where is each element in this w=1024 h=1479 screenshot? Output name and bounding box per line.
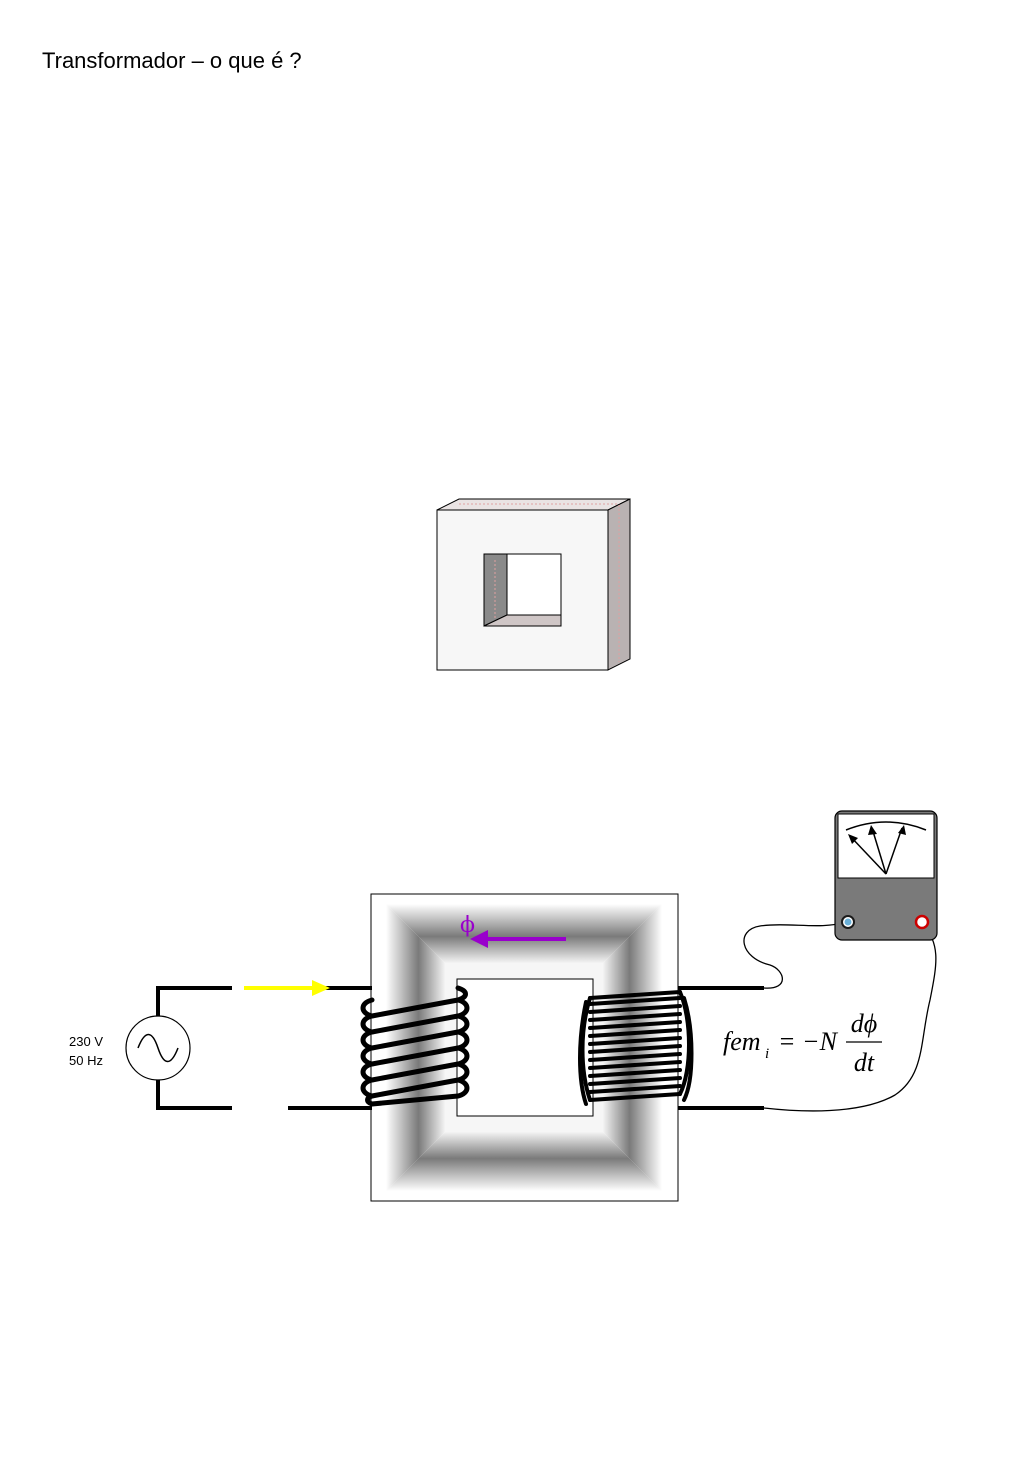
current-arrow — [244, 980, 330, 996]
emf-equation: fem i = −N dϕ dt — [723, 1009, 882, 1077]
flux-arrow — [470, 930, 566, 948]
source-voltage: 230 V — [69, 1034, 103, 1049]
voltmeter — [834, 810, 938, 941]
equation-rhs-prefix: = −N — [778, 1027, 839, 1056]
flux-symbol: ϕ — [460, 913, 475, 938]
secondary-coil — [578, 990, 694, 1106]
page-title: Transformador – o que é ? — [42, 48, 302, 73]
ac-source — [125, 1015, 191, 1081]
meter-leads — [743, 921, 937, 1112]
core-3d — [436, 498, 631, 671]
transformer-core — [370, 893, 679, 1202]
secondary-wires — [678, 986, 764, 1110]
source-frequency: 50 Hz — [69, 1053, 103, 1068]
equation-lhs-subscript: i — [765, 1046, 769, 1062]
primary-coil — [360, 985, 470, 1107]
equation-numerator: dϕ — [851, 1009, 877, 1038]
equation-denominator: dt — [854, 1048, 875, 1077]
equation-lhs: fem — [723, 1027, 761, 1056]
